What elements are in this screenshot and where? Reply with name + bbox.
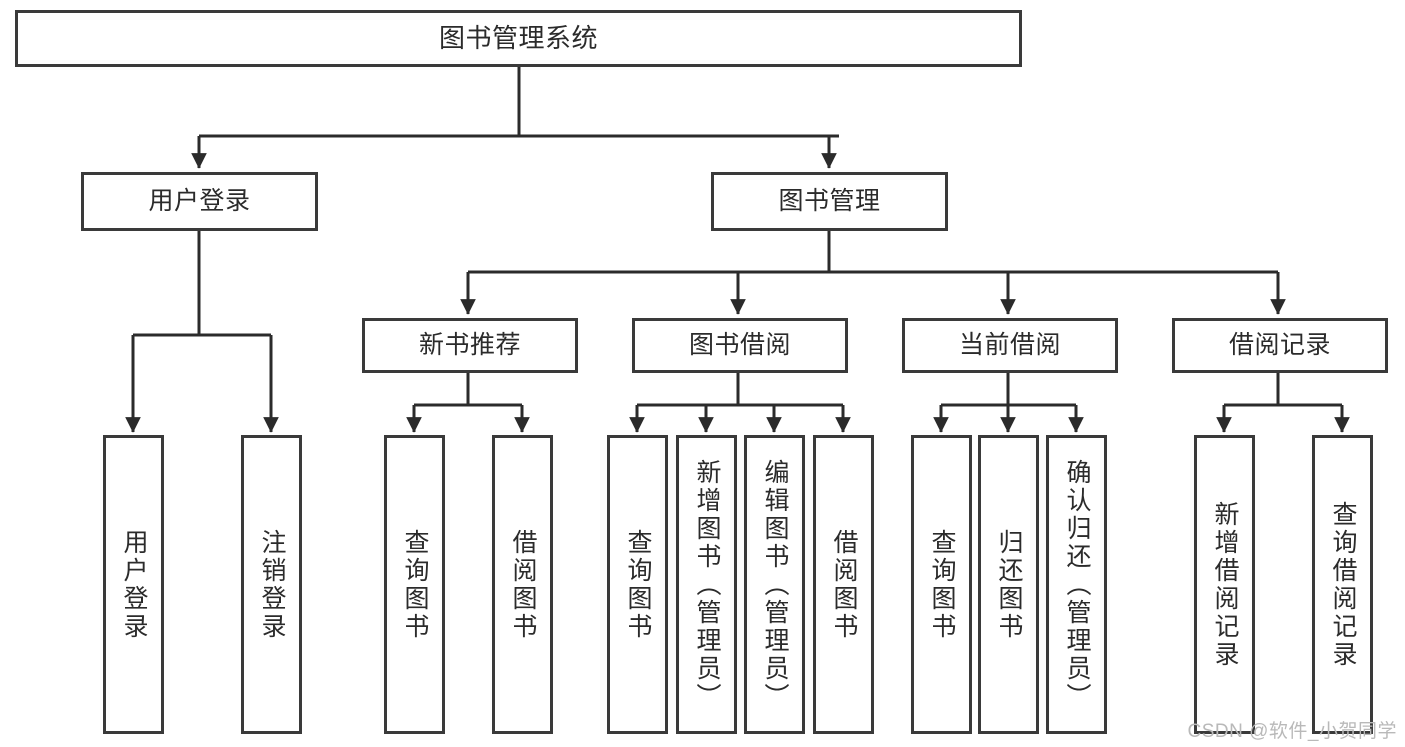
node-user-login[interactable]: 用户登录: [81, 172, 318, 231]
leaf-borrow-query-book[interactable]: 查询图书: [607, 435, 668, 734]
node-book-borrow[interactable]: 图书借阅: [632, 318, 848, 373]
node-label: 查询图书: [928, 528, 956, 641]
leaf-recommend-query-book[interactable]: 查询图书: [384, 435, 445, 734]
node-new-book-recommend[interactable]: 新书推荐: [362, 318, 578, 373]
node-label: 图书管理系统: [438, 23, 598, 54]
node-label: 用户登录: [148, 186, 251, 215]
node-label: 用户登录: [120, 528, 148, 641]
node-label: 借阅图书: [509, 528, 537, 641]
node-label: 借阅图书: [830, 528, 858, 641]
node-root-book-management-system[interactable]: 图书管理系统: [15, 10, 1022, 67]
node-label: 新增借阅记录: [1211, 500, 1239, 669]
leaf-current-confirm-return-admin[interactable]: 确认归还（管理员）: [1046, 435, 1107, 734]
leaf-current-query-book[interactable]: 查询图书: [911, 435, 972, 734]
leaf-records-add-record[interactable]: 新增借阅记录: [1194, 435, 1255, 734]
leaf-borrow-edit-book-admin[interactable]: 编辑图书（管理员）: [744, 435, 805, 734]
leaf-user-login-login[interactable]: 用户登录: [103, 435, 164, 734]
node-label: 编辑图书（管理员）: [761, 458, 789, 711]
node-label: 注销登录: [258, 528, 286, 641]
leaf-current-return-book[interactable]: 归还图书: [978, 435, 1039, 734]
node-label: 图书借阅: [688, 330, 791, 359]
node-label: 借阅记录: [1228, 330, 1331, 359]
node-book-management[interactable]: 图书管理: [711, 172, 948, 231]
node-current-borrow[interactable]: 当前借阅: [902, 318, 1118, 373]
leaf-user-login-logout[interactable]: 注销登录: [241, 435, 302, 734]
leaf-borrow-add-book-admin[interactable]: 新增图书（管理员）: [676, 435, 737, 734]
node-label: 新增图书（管理员）: [693, 458, 721, 711]
node-label: 新书推荐: [418, 330, 521, 359]
node-label: 确认归还（管理员）: [1063, 458, 1091, 711]
leaf-records-query-record[interactable]: 查询借阅记录: [1312, 435, 1373, 734]
node-label: 归还图书: [995, 528, 1023, 641]
watermark-text: CSDN @软件_小贺同学: [1187, 721, 1397, 742]
node-borrow-records[interactable]: 借阅记录: [1172, 318, 1388, 373]
node-label: 查询借阅记录: [1329, 500, 1357, 669]
node-label: 查询图书: [401, 528, 429, 641]
node-label: 当前借阅: [958, 330, 1061, 359]
leaf-recommend-borrow-book[interactable]: 借阅图书: [492, 435, 553, 734]
node-label: 查询图书: [624, 528, 652, 641]
node-label: 图书管理: [778, 186, 881, 215]
leaf-borrow-borrow-book[interactable]: 借阅图书: [813, 435, 874, 734]
